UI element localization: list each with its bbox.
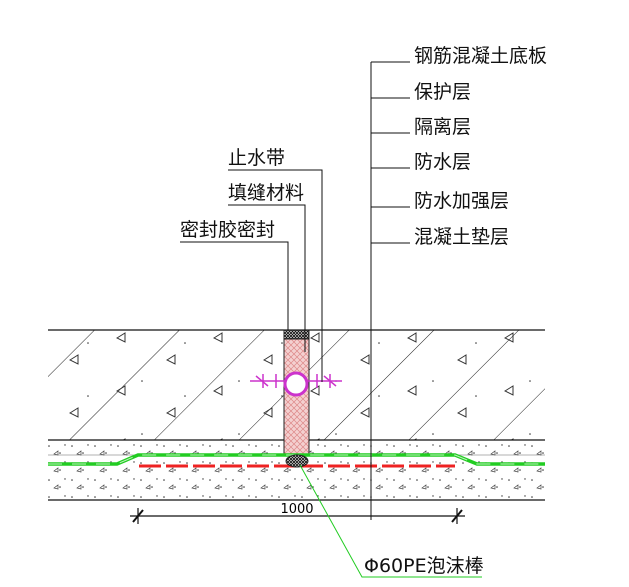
sealant: [283, 329, 310, 340]
left-leaders: [180, 169, 323, 382]
label-reinforce: 防水加强层: [414, 190, 509, 212]
label-waterstop: 止水带: [228, 147, 285, 169]
label-protection: 保护层: [414, 81, 471, 103]
waterstop: [250, 371, 342, 397]
foam-rod-leader: [299, 464, 482, 578]
joint-filler: [283, 337, 310, 457]
label-sealant: 密封胶密封: [180, 219, 275, 241]
right-leaders: [370, 61, 410, 520]
dimension-line: [130, 508, 465, 524]
dimension-value: 1000: [280, 502, 313, 517]
label-waterproof: 防水层: [414, 151, 471, 173]
label-filler: 填缝材料: [228, 182, 304, 204]
label-isolation: 隔离层: [414, 116, 471, 138]
label-cushion: 混凝土垫层: [414, 226, 509, 248]
foam-rod: [285, 454, 309, 468]
label-rc-slab: 钢筋混凝土底板: [414, 45, 547, 67]
label-foam-rod: Φ60PE泡沫棒: [364, 555, 484, 577]
